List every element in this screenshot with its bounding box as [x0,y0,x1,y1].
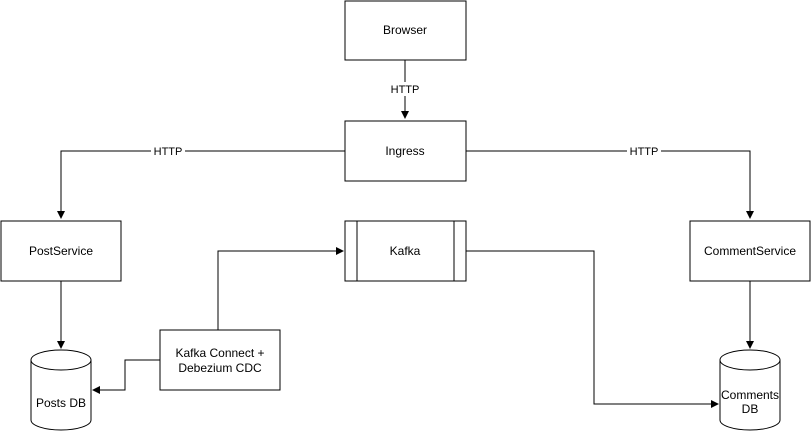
edge-labels: HTTP HTTP HTTP [151,82,661,158]
edge-kafka-connect-to-posts-db [92,359,160,394]
node-kafka-connect[interactable]: Kafka Connect + Debezium CDC [159,329,281,391]
edge-ingress-to-post-service [57,150,345,219]
node-kafka[interactable]: Kafka [344,220,467,282]
node-comments-db-label-line2: DB [742,402,759,416]
node-comment-service[interactable]: CommentService [689,220,811,282]
node-post-service-label: PostService [29,244,93,258]
node-browser[interactable]: Browser [344,0,467,61]
node-comment-service-label: CommentService [704,244,796,258]
edge-ingress-to-comment-service [466,150,754,219]
node-posts-db-label: Posts DB [36,396,86,410]
node-ingress[interactable]: Ingress [344,120,467,182]
node-browser-label: Browser [383,23,427,37]
edge-kafka-connect-to-kafka [217,247,344,330]
node-post-service[interactable]: PostService [0,220,122,282]
edges [57,60,754,408]
node-comments-db[interactable]: Comments DB [719,349,781,431]
edge-label-ingress-comment-service: HTTP [630,146,659,158]
node-kafka-connect-label-line1: Kafka Connect + [175,346,264,360]
node-kafka-label: Kafka [390,244,421,258]
node-ingress-label: Ingress [385,144,424,158]
node-posts-db[interactable]: Posts DB [30,349,92,431]
edge-kafka-to-comments-db [466,250,719,408]
node-kafka-connect-label-line2: Debezium CDC [178,361,262,375]
node-comments-db-label-line1: Comments [721,388,779,402]
edge-label-browser-ingress: HTTP [391,84,420,96]
edge-label-ingress-post-service: HTTP [154,146,183,158]
